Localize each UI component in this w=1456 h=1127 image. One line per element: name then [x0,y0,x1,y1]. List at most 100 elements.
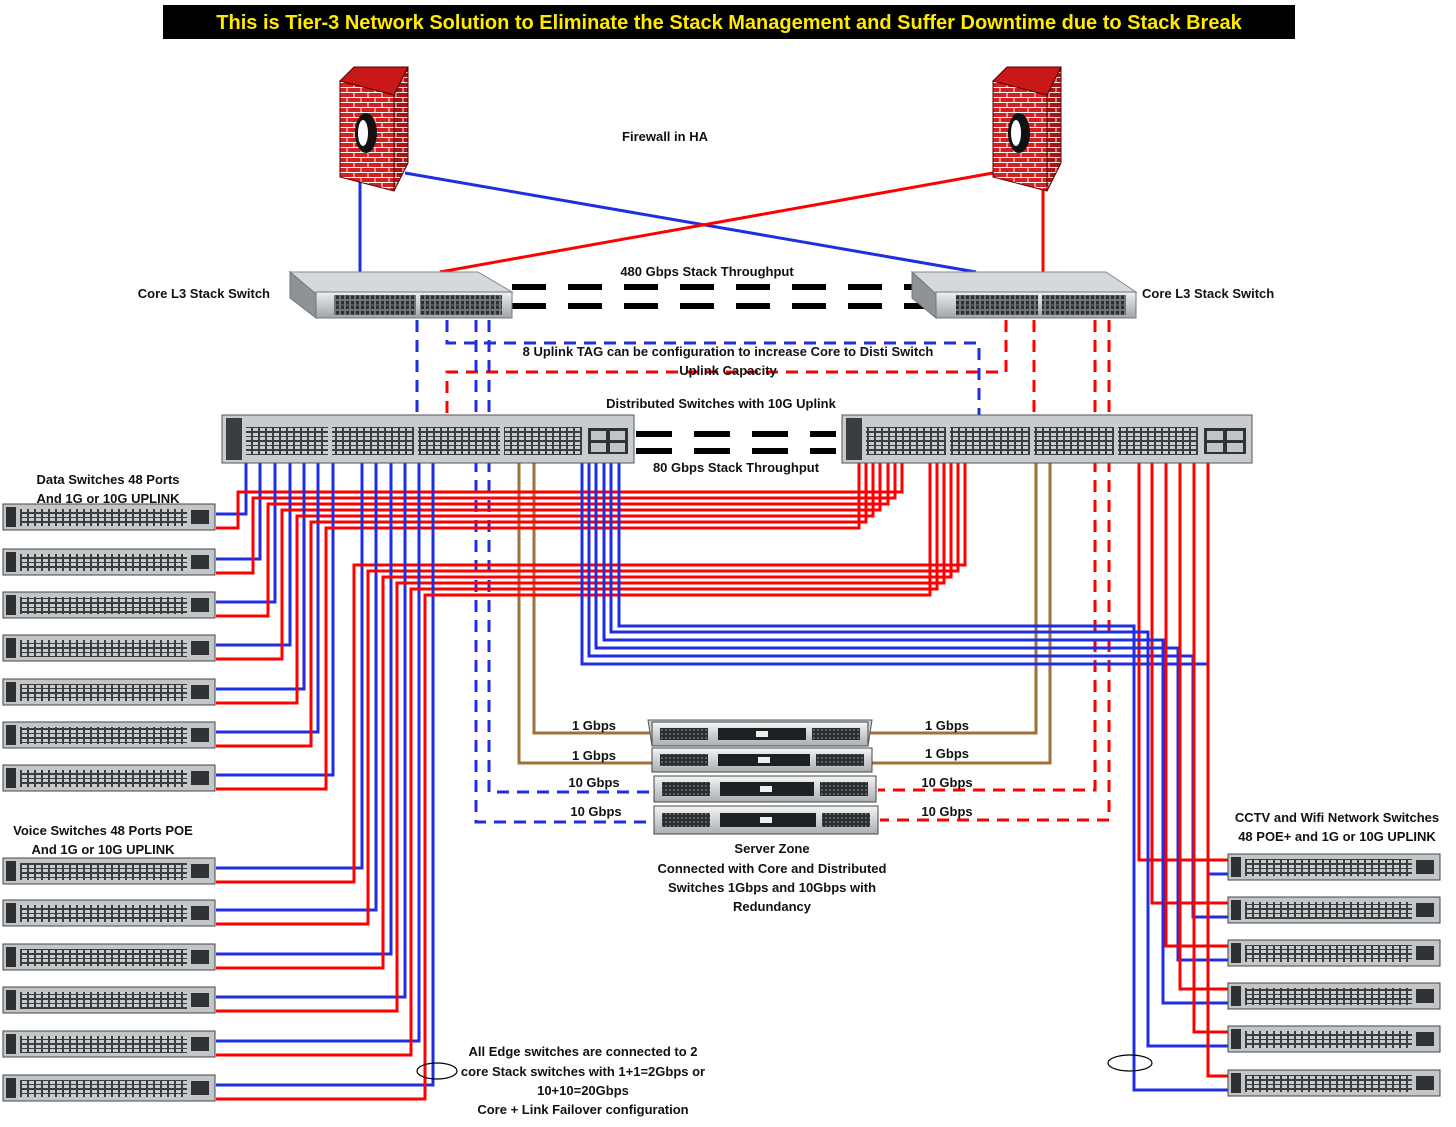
edge-note-line1: All Edge switches are connected to 2 [468,1044,697,1059]
edge-uplink-blue [216,463,248,516]
edge-uplink-red [216,463,960,926]
edge-uplink-red [1192,463,1228,1034]
edge-switch [2,721,216,749]
distribution-label: Distributed Switches with 10G Uplink [606,396,836,411]
edge-switch [2,548,216,576]
link-bundle-marker [416,1062,458,1080]
edge-switch [2,678,216,706]
edge-uplink-blue [216,463,320,734]
distribution-switch-right [841,414,1253,464]
link-bundle-marker [1107,1054,1153,1072]
server-link-right-1: 1 Gbps [925,718,969,733]
server-10g-link [878,320,1097,792]
edge-uplink-blue [216,463,435,1087]
edge-uplink-red [216,463,967,884]
edge-switch [2,764,216,792]
edge-uplink-blue [216,463,364,870]
server-zone-line1: Connected with Core and Distributed [658,861,887,876]
edge-uplink-blue [216,463,393,956]
server-zone-line3: Redundancy [733,899,812,914]
edge-uplink-red [216,463,932,1101]
cctv-switches-label-line2: 48 POE+ and 1G or 10G UPLINK [1238,829,1436,844]
edge-switch [2,857,216,885]
server-1g-link [870,463,1038,735]
edge-uplink-blue [216,463,292,647]
edge-uplink-blue [617,463,1228,1092]
edge-switch [1227,1025,1441,1053]
edge-uplink-red [216,463,882,661]
edge-uplink-red [216,463,868,748]
data-switches-label-line2: And 1G or 10G UPLINK [36,491,180,506]
edge-switch [2,591,216,619]
server-link-right-4: 10 Gbps [921,804,972,819]
edge-switch [1227,1069,1441,1097]
server-1g-link [517,463,652,765]
server-10g-link [880,320,1111,822]
server-link-left-1: 1 Gbps [572,718,616,733]
edge-note-line2: core Stack switches with 1+1=2Gbps or [461,1064,705,1079]
edge-switch [2,899,216,927]
server-zone-line2: Switches 1Gbps and 10Gbps with [668,880,876,895]
server-stack [647,719,879,835]
edge-switch [2,1030,216,1058]
edge-uplink-blue [602,463,1228,1005]
core-right-label: Core L3 Stack Switch [1142,286,1274,301]
edge-uplink-blue [216,463,378,912]
edge-uplink-blue [216,463,335,777]
diagram-title: This is Tier-3 Network Solution to Elimi… [216,12,1242,34]
server-link-right-3: 10 Gbps [921,775,972,790]
core-switch-right [910,270,1138,320]
edge-uplink-red [1137,463,1228,862]
edge-uplink-blue [216,463,407,999]
edge-uplink-blue [216,463,277,604]
server-1g-link [532,463,652,735]
server-link-left-4: 10 Gbps [570,804,621,819]
server-10g-link [487,320,652,794]
core-uplink [445,320,981,415]
edge-note-line4: Core + Link Failover configuration [477,1102,688,1117]
edge-uplink-red [216,463,897,575]
distribution-stack-throughput-label: 80 Gbps Stack Throughput [653,460,820,475]
edge-switch-layer [2,503,1441,1102]
server-link-left-3: 10 Gbps [568,775,619,790]
server-zone-title: Server Zone [734,841,809,856]
edge-uplink-red [1178,463,1228,991]
server-10g-link [474,320,652,824]
edge-switch [1227,982,1441,1010]
voice-switches-label-line1: Voice Switches 48 Ports POE [13,823,193,838]
edge-uplink-red [216,463,939,1057]
server-link-right-2: 1 Gbps [925,746,969,761]
edge-uplink-red [216,463,953,970]
edge-uplink-red [1206,463,1228,1078]
edge-switch [2,634,216,662]
edge-uplink-red [216,463,946,1013]
edge-switch [1227,896,1441,924]
core-stack-throughput-label: 480 Gbps Stack Throughput [620,264,794,279]
edge-uplink-red [216,463,890,618]
edge-uplink-blue [216,463,421,1043]
edge-uplink-blue [216,463,262,561]
core-switch-left [288,270,514,320]
server-1g-link [872,463,1052,765]
uplink-note-line2: Uplink Capacity [679,363,777,378]
edge-uplink-blue [216,463,306,691]
edge-uplink-blue [609,463,1228,1048]
edge-uplink-blue [587,463,1228,919]
core-left-label: Core L3 Stack Switch [138,286,270,301]
edge-switch [1227,939,1441,967]
firewall-icon [339,66,409,192]
edge-uplink-red [1150,463,1228,905]
edge-switch [2,1074,216,1102]
edge-switch [2,986,216,1014]
edge-uplink-red [216,463,875,705]
firewall-link [404,171,977,274]
server-link-left-2: 1 Gbps [572,748,616,763]
distribution-switch-left [221,414,635,464]
title-bar [163,5,1295,39]
core-uplink [445,320,1008,415]
voice-switches-label-line2: And 1G or 10G UPLINK [31,842,175,857]
edge-uplink-red [216,463,904,530]
cctv-switches-label-line1: CCTV and Wifi Network Switches [1235,810,1439,825]
edge-switch [1227,853,1441,881]
